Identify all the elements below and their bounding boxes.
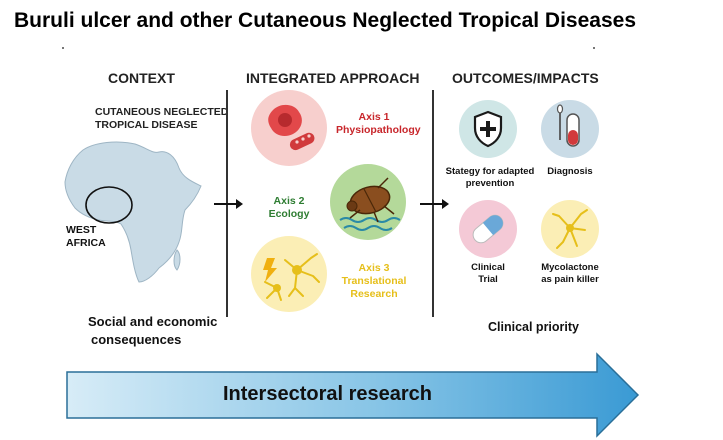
axis1-line-2: Physiopathology (336, 124, 421, 136)
neuron-shape-icon (552, 209, 588, 249)
test-tube-swab-icon (541, 100, 599, 158)
outcomes-heading: OUTCOMES/IMPACTS (452, 70, 599, 86)
intersectoral-arrow (66, 352, 640, 438)
pill-icon (472, 214, 504, 244)
prevention-line-1: Stategy for adapted (445, 166, 535, 177)
trial-line-2: Trial (478, 274, 498, 285)
west-africa-highlight (85, 186, 133, 224)
consequences-line-1: Social and economic (88, 314, 218, 329)
neurons-lightning-icon (263, 253, 320, 301)
neuron-icon (541, 200, 599, 258)
trial-label: Clinical Trial (458, 262, 518, 286)
test-tube-icon (556, 104, 580, 147)
axis2-label: Axis 2 Ecology (258, 195, 320, 221)
shield-icon (473, 110, 503, 148)
cell-bacteria-icon (268, 104, 315, 151)
axis3-line-1: Axis 3 (358, 262, 390, 274)
clinical-priority-label: Clinical priority (488, 320, 579, 334)
disease-line-1: CUTANEOUS NEGLECTED (95, 106, 229, 118)
context-heading: CONTEXT (108, 70, 175, 86)
dot-marker (593, 47, 595, 49)
arrow-to-approach (214, 199, 243, 209)
physiopathology-icon (251, 90, 327, 166)
axis2-line-2: Ecology (268, 208, 310, 220)
capsule-icon (459, 200, 517, 258)
region-line-2: AFRICA (66, 237, 106, 249)
axis1-line-1: Axis 1 (358, 111, 390, 123)
axis1-label: Axis 1 Physiopathology (336, 111, 421, 137)
approach-heading: INTEGRATED APPROACH (246, 70, 420, 86)
page-title: Buruli ulcer and other Cutaneous Neglect… (14, 9, 637, 32)
arrow-to-outcomes (420, 199, 449, 209)
region-line-1: WEST (66, 224, 97, 236)
prevention-label: Stategy for adapted prevention (440, 166, 540, 190)
ecology-icon (330, 164, 406, 240)
axis3-line-3: Research (350, 288, 398, 300)
painkiller-label: Mycolactone as pain killer (532, 262, 608, 286)
painkiller-line-1: Mycolactone (541, 262, 599, 273)
axis3-label: Axis 3 Translational Research (340, 262, 408, 301)
dot-marker (62, 47, 64, 49)
axis2-line-1: Axis 2 (273, 195, 305, 207)
translational-icon (251, 236, 327, 312)
axis3-line-2: Translational (341, 275, 407, 287)
water-bug-icon (339, 177, 401, 231)
disease-line-2: TROPICAL DISEASE (95, 119, 198, 131)
trial-line-1: Clinical (471, 262, 505, 273)
region-label: WEST AFRICA (66, 224, 106, 250)
consequences-label: Social and economic consequences (88, 313, 217, 349)
africa-map (64, 141, 202, 283)
diagnosis-label: Diagnosis (547, 166, 593, 177)
shield-plus-icon (459, 100, 517, 158)
prevention-line-2: prevention (465, 178, 515, 189)
intersectoral-label: Intersectoral research (223, 383, 433, 405)
consequences-line-2: consequences (91, 332, 182, 347)
painkiller-line-2: as pain killer (541, 274, 599, 285)
disease-label: CUTANEOUS NEGLECTED TROPICAL DISEASE (95, 106, 228, 132)
